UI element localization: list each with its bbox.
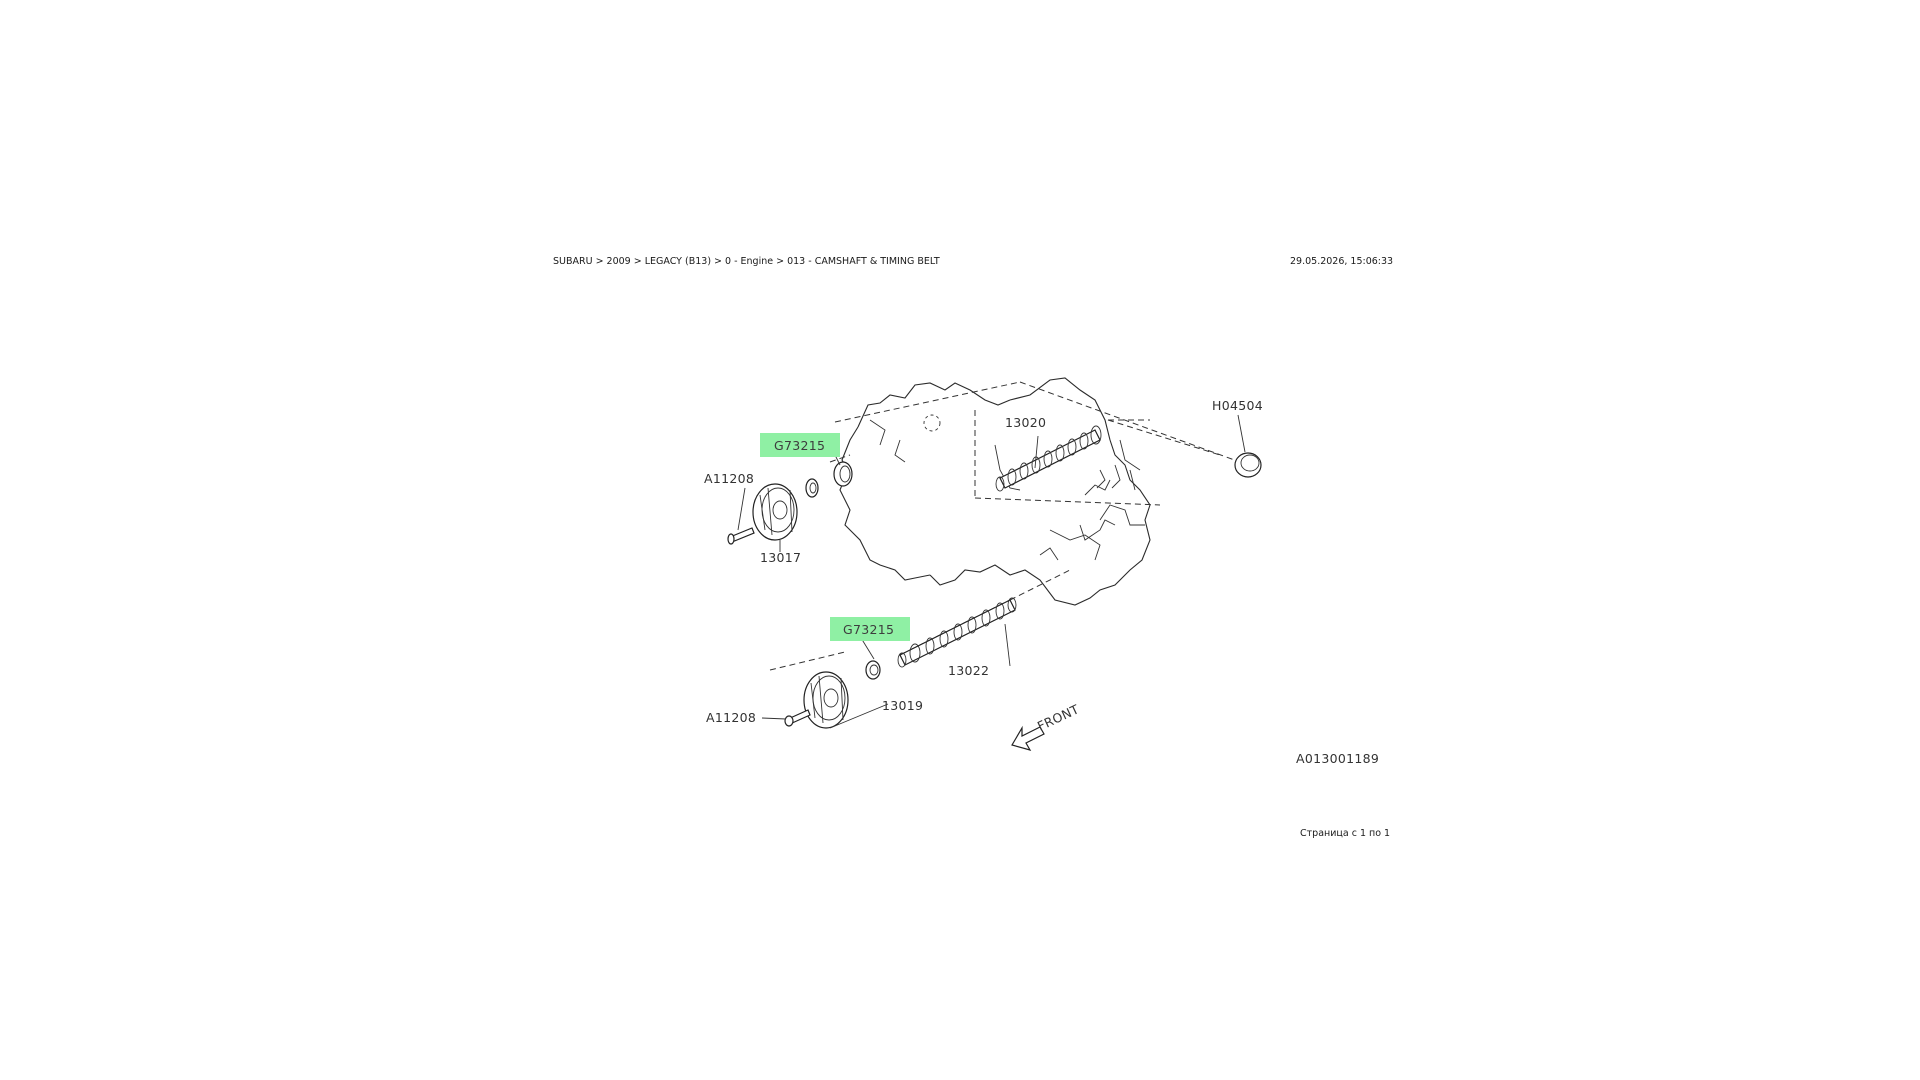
label-camshaft-upper: 13020 [1005,415,1046,430]
highlight-seal-upper[interactable] [760,433,840,457]
front-arrow-icon: FRONT [1011,701,1081,751]
washer-upper [805,478,819,498]
label-sprocket-upper: 13017 [760,550,801,565]
front-label: FRONT [1035,701,1081,733]
label-bolt-upper: A11208 [704,471,754,486]
label-bolt-lower: A11208 [706,710,756,725]
oil-seal-lower[interactable] [865,660,881,680]
print-timestamp: 29.05.2026, 15:06:33 [1290,256,1394,267]
label-sprocket-lower: 13019 [882,698,923,713]
label-seal-lower: G73215 [843,622,894,637]
camshaft-lower[interactable] [897,597,1017,668]
bolt-upper[interactable] [727,527,755,545]
sprocket-lower[interactable] [803,671,849,729]
page-counter: Страница с 1 по 1 [1300,828,1391,839]
cylinder-head-outline [839,377,1151,606]
label-camshaft-lower: 13022 [948,663,989,678]
plug[interactable] [1234,452,1262,478]
label-plug: H04504 [1212,398,1263,413]
diagram-ref-code: A013001189 [1296,751,1379,766]
camshaft-upper[interactable] [995,425,1102,492]
sprocket-upper[interactable] [752,483,798,541]
oil-seal-upper[interactable] [833,461,853,487]
bolt-lower[interactable] [784,709,811,727]
breadcrumb: SUBARU > 2009 > LEGACY (B13) > 0 - Engin… [553,256,940,267]
label-seal-upper: G73215 [774,438,825,453]
highlight-seal-lower[interactable] [830,617,910,641]
